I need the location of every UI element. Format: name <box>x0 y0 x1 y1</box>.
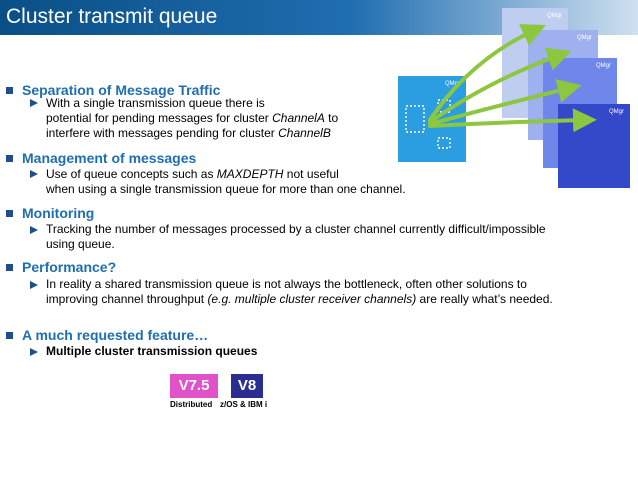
text-span: to <box>324 111 339 125</box>
text-italic: ChannelA <box>272 111 325 125</box>
section-text: With a single transmission queue there i… <box>46 96 338 141</box>
section-heading: A much requested feature… <box>22 327 209 343</box>
bullet-square <box>6 332 13 339</box>
text-line: Use of queue concepts such as MAXDEPTH n… <box>46 167 406 182</box>
bullet-square <box>6 210 13 217</box>
text-span: Use of queue concepts such as <box>46 167 217 181</box>
version-badge-v75: V7.5 <box>170 374 218 398</box>
bullet-arrow-icon <box>30 170 38 178</box>
text-italic: MAXDEPTH <box>216 167 284 181</box>
text-line: improving channel throughput (e.g. multi… <box>46 292 553 307</box>
qmgr-label: QMgr <box>596 63 611 69</box>
section-text: In reality a shared transmission queue i… <box>46 277 553 307</box>
section-text: Multiple cluster transmission queues <box>46 344 257 359</box>
bullet-arrow-icon <box>30 99 38 107</box>
qmgr-label: QMgr <box>577 35 592 41</box>
qmgr-label: QMgr <box>547 13 562 19</box>
text-span: interfere with messages pending for clus… <box>46 126 279 140</box>
section-heading: Performance? <box>22 259 117 275</box>
section-heading: Separation of Message Traffic <box>22 82 221 98</box>
version-badge-v8: V8 <box>231 374 263 398</box>
text-line: In reality a shared transmission queue i… <box>46 277 527 291</box>
badge-caption: z/OS & IBM i <box>220 400 268 409</box>
text-italic: ChannelB <box>278 126 331 140</box>
text-line: interfere with messages pending for clus… <box>46 126 338 141</box>
text-line: Tracking the number of messages processe… <box>46 222 546 236</box>
text-span: improving channel throughput <box>46 292 208 306</box>
bullet-arrow-icon <box>30 348 38 356</box>
text-line: potential for pending messages for clust… <box>46 111 338 126</box>
text-span: potential for pending messages for clust… <box>46 111 273 125</box>
text-span: not useful <box>283 167 339 181</box>
section-text: Tracking the number of messages processe… <box>46 222 546 252</box>
section-text: Use of queue concepts such as MAXDEPTH n… <box>46 167 406 197</box>
page-title: Cluster transmit queue <box>6 5 218 28</box>
badge-caption: Distributed <box>170 400 213 409</box>
bullet-square <box>6 87 13 94</box>
section-heading: Management of messages <box>22 150 197 166</box>
text-span: are really what’s needed. <box>416 292 553 306</box>
qmgr-label: QMgr <box>609 109 624 115</box>
section-heading: Monitoring <box>22 205 95 221</box>
bullet-square <box>6 155 13 162</box>
text-line: when using a single transmission queue f… <box>46 182 406 196</box>
text-line: With a single transmission queue there i… <box>46 96 265 110</box>
bullet-arrow-icon <box>30 226 38 234</box>
text-line: Multiple cluster transmission queues <box>46 344 258 358</box>
text-line: using queue. <box>46 237 115 251</box>
text-italic: (e.g. multiple cluster receiver channels… <box>207 292 417 306</box>
bullet-arrow-icon <box>30 281 38 289</box>
bullet-square <box>6 264 13 271</box>
